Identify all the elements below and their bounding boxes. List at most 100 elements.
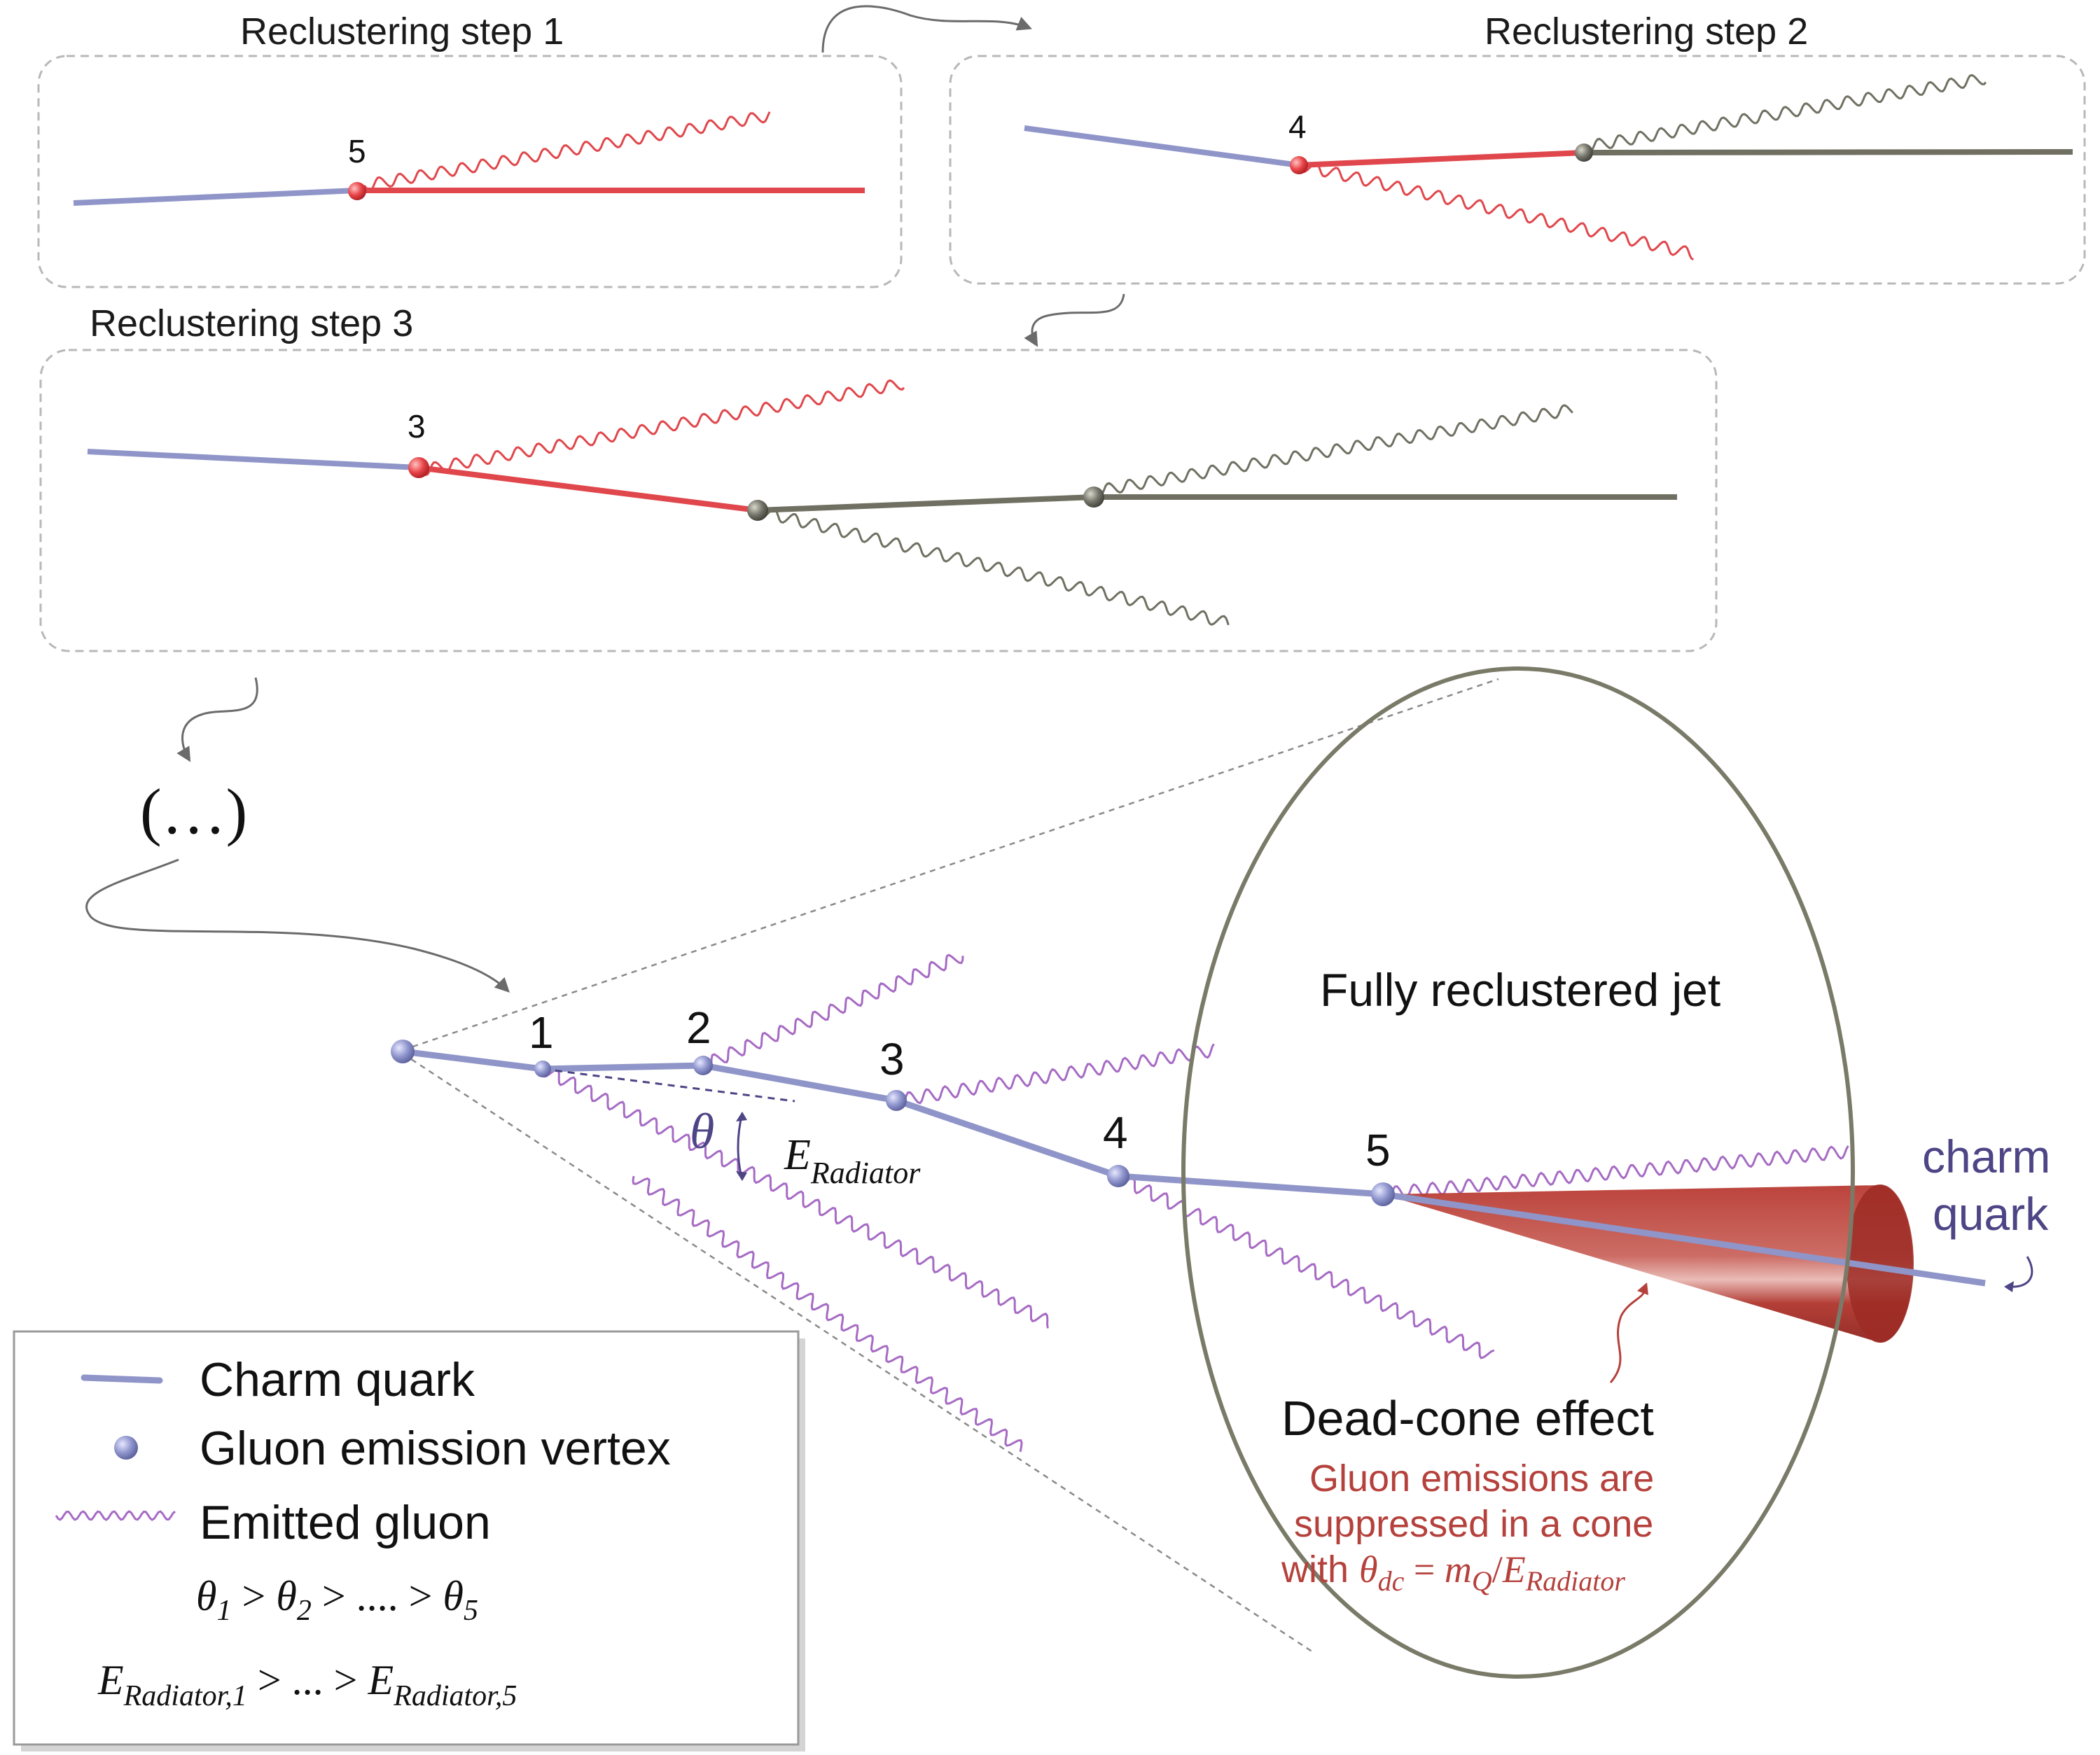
- ord-gt-1: >: [231, 1573, 276, 1619]
- dead-cone-desc-3: with θdc = mQ/ERadiator: [1281, 1548, 1625, 1597]
- step2-vertex-red: [1290, 156, 1308, 174]
- step2-gluon-up: [1583, 74, 1987, 153]
- theta-label: θ: [690, 1103, 714, 1159]
- jet-gluon-1b: [632, 1175, 1023, 1453]
- charm-quark-label-line1: charm: [1922, 1131, 2050, 1182]
- step2-vertex-grey: [1575, 144, 1593, 162]
- step3-gluon-red: [419, 379, 905, 476]
- ord-theta-1-sub: 1: [216, 1595, 231, 1627]
- jet-vertex-label-4: 4: [1103, 1107, 1128, 1158]
- step3-vertex-grey-1: [747, 500, 768, 521]
- dead-cone-desc-1: Gluon emissions are: [1309, 1457, 1654, 1499]
- ord-E-gt: > ... >: [247, 1657, 368, 1703]
- charm-quark-label: charm quark: [1922, 1131, 2064, 1240]
- step3-vertex-red: [408, 457, 429, 478]
- jet-vertex-5: [1371, 1182, 1395, 1206]
- step1-frame: [37, 55, 903, 288]
- step2-charm-line: [1024, 125, 1300, 168]
- jet-gluon-3: [895, 1043, 1215, 1107]
- theta-arrowhead-top: [736, 1112, 747, 1121]
- step2-frame: [949, 55, 2086, 285]
- ord-theta-5-sub: 5: [464, 1595, 478, 1627]
- charm-quark-label-line2: quark: [1933, 1188, 2049, 1240]
- jet-vertex-label-2: 2: [686, 1002, 711, 1053]
- dead-cone-shape: [1383, 1185, 1913, 1343]
- formula-m: m: [1445, 1548, 1472, 1590]
- dead-cone-pointer-head: [1637, 1282, 1648, 1295]
- step3-gluon-grey-up: [1092, 404, 1573, 498]
- formula-E: E: [1502, 1548, 1526, 1590]
- ord-E-1-sub: Radiator,1: [123, 1680, 247, 1712]
- legend-vertex: Gluon emission vertex: [200, 1422, 671, 1475]
- charm-quark-line-icon: [81, 1374, 163, 1384]
- step2-label: Reclustering step 2: [1484, 11, 1808, 53]
- jet-vertex-2: [693, 1056, 713, 1075]
- jet-boundary-ellipse: [1181, 666, 1855, 1679]
- gluon-wave-icon: [55, 1510, 176, 1521]
- step3-label: Reclustering step 3: [90, 302, 413, 344]
- formula-eq: =: [1404, 1548, 1444, 1590]
- jet-title: Fully reclustered jet: [1320, 964, 1720, 1016]
- full-jet: 1 2 3 4 5 θ ERadiator Fully reclustered …: [391, 666, 2064, 1679]
- flow-arrow-2-3: [1024, 293, 1125, 347]
- ord-theta-2-sub: 2: [297, 1595, 312, 1627]
- formula-E-sub: Radiator: [1525, 1565, 1626, 1597]
- step1-gluon: [363, 111, 771, 192]
- jet-vertex-label-5: 5: [1365, 1125, 1391, 1175]
- ord-theta-1: θ: [196, 1573, 216, 1619]
- dead-cone-title: Dead-cone effect: [1281, 1391, 1654, 1446]
- e-radiator-E: E: [784, 1131, 811, 1179]
- legend-energy-ordering: ERadiator,1 > ... > ERadiator,5: [97, 1657, 517, 1712]
- step2-graphic: 4: [1024, 74, 2073, 261]
- ord-E-1: E: [97, 1657, 124, 1703]
- step2-gluon-down: [1298, 162, 1695, 261]
- jet-outline-bottom: [402, 1052, 1314, 1653]
- formula-theta: θ: [1359, 1548, 1378, 1590]
- ord-E-5-sub: Radiator,5: [393, 1680, 517, 1712]
- ord-gt-2: > .... >: [312, 1573, 443, 1619]
- step1-charm-line: [73, 188, 358, 206]
- step3-grey-line-1: [757, 494, 1094, 513]
- e-radiator-label: ERadiator: [784, 1131, 921, 1190]
- formula-m-sub: Q: [1472, 1565, 1492, 1597]
- jet-vertex-3: [886, 1090, 907, 1111]
- step1-graphic: 5: [73, 111, 865, 206]
- dead-cone-cap: [1847, 1184, 1914, 1343]
- legend-charm-quark: Charm quark: [200, 1353, 475, 1406]
- legend-box: [13, 1330, 800, 1746]
- formula-slash: /: [1492, 1548, 1503, 1590]
- ord-theta-2: θ: [276, 1573, 296, 1619]
- vertex-sphere-icon: [114, 1436, 138, 1460]
- ord-E-5: E: [368, 1657, 394, 1703]
- jet-vertex-label-1: 1: [529, 1007, 554, 1058]
- step2-grey-line: [1583, 149, 2073, 155]
- charm-quark-curl-arrowhead: [2004, 1281, 2014, 1292]
- jet-vertex-4: [1107, 1165, 1129, 1187]
- e-radiator-sub: Radiator: [810, 1156, 921, 1190]
- theta-reference-line: [542, 1068, 795, 1103]
- legend-gluon: Emitted gluon: [200, 1496, 491, 1549]
- step1-vertex-sphere: [348, 182, 366, 200]
- step3-vertex-grey-2: [1083, 487, 1104, 508]
- flow-arrow-more-jet: [85, 858, 510, 993]
- jet-gluon-5: [1382, 1145, 1849, 1201]
- jet-gluon-2: [702, 953, 964, 1071]
- step1-vertex-number: 5: [348, 133, 366, 169]
- step3-charm-line: [87, 449, 419, 470]
- jet-vertex-label-3: 3: [879, 1034, 905, 1084]
- step3-frame: [39, 349, 1718, 652]
- step1-label: Reclustering step 1: [240, 11, 564, 53]
- ord-theta-5: θ: [443, 1573, 464, 1619]
- step3-gluon-grey-down: [756, 508, 1230, 626]
- step3-graphic: 3: [87, 379, 1677, 626]
- step3-red-line: [418, 465, 758, 513]
- step3-vertex-number: 3: [408, 408, 426, 445]
- jet-charm-trajectory: [402, 1048, 1986, 1287]
- jet-vertex-1: [534, 1061, 551, 1077]
- flow-arrow-1-2: [821, 5, 1032, 53]
- jet-gluon-1: [541, 1068, 1049, 1329]
- step2-red-line: [1298, 150, 1585, 168]
- dead-cone-desc-2: suppressed in a cone: [1294, 1503, 1653, 1545]
- formula-theta-sub: dc: [1378, 1565, 1405, 1597]
